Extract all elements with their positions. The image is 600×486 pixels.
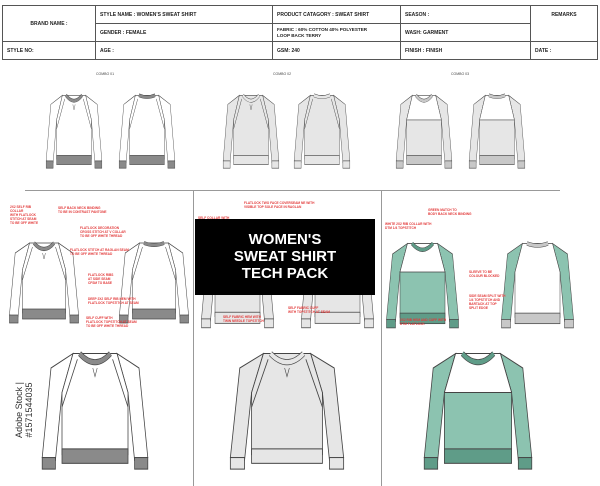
fabric: FABRIC : 60% COTTON 40% POLYESTER LOOP B… [272,23,401,42]
sweatshirt-front-flat [9,241,79,324]
date: DATE : [530,41,598,60]
sweatshirt-front-flat [222,93,280,169]
annotation: SIDE SEAM SPLIT WITH 1/4 TOPSTITCH AND B… [469,294,506,310]
sweatshirt-back-flat [293,93,351,169]
panel-divider [193,190,194,486]
sweatshirt-front-flat [423,351,533,470]
annotation: GREEN MATCH TO BODY BACK NECK BINDING [428,208,472,216]
product-category: PRODUCT CATAGORY : SWEAT SHIRT [272,5,401,24]
section-divider [25,190,560,191]
annotation: DEEP 2X2 SELF RIB HEM WITH FLATLOCK TOPS… [88,297,139,305]
sweatshirt-back-flat [468,93,526,169]
season: SEASON : [400,5,531,24]
annotation: FLATLOCK DECORATION CROSS STITCH AT V CO… [80,226,126,238]
annotation: 2X2 RIB HEM AND CUFF WITH DTM FLATLOCK [400,318,447,326]
annotation: FLATLOCK STITCH AT RAGLAN SEAM TO BE OFF… [70,248,129,256]
style-no: STYLE NO: [2,41,96,60]
brand-name: BRAND NAME : [2,5,96,42]
combo-03-label: COMBO 03 [450,72,470,76]
annotation: FLATLOCK RIBS AT SIDE SEAM CFSM TO BASE [88,273,114,285]
tech-pack-title: WOMEN'S SWEAT SHIRT TECH PACK [195,219,375,295]
sweatshirt-front-flat [229,351,345,470]
sweatshirt-back-flat [118,93,176,169]
sweatshirt-front-flat [41,351,149,470]
annotation: FLATLOCK TWO FACE COVERSEAM NE WITH VISI… [244,201,315,209]
wash: WASH: GARMENT [400,23,531,42]
sweatshirt-back-flat [501,241,574,329]
sweatshirt-back-flat [119,241,189,324]
combo-02-label: COMBO 02 [272,72,292,76]
remarks: REMARKS [530,5,598,42]
sweatshirt-front-flat [395,93,453,169]
style-name: STYLE NAME : WOMEN'S SWEAT SHIRT [95,5,273,24]
finish: FINISH : FINISH [400,41,531,60]
sweatshirt-front-flat [386,241,459,329]
gender: GENDER : FEMALE [95,23,273,42]
annotation: WHITE 2X2 RIB COLLAR WITH DTM 1/4 TOPSTI… [385,222,432,230]
spec-header-table: BRAND NAME : STYLE NAME : WOMEN'S SWEAT … [2,5,598,60]
annotation: SELF FABRIC HEM WITH TWIN NEEDLE TOPSTIT… [223,315,264,323]
age: AGE : [95,41,273,60]
combo-01-label: COMBO 01 [95,72,115,76]
annotation: 2X2 SELF RIB COLLAR WITH FLATLOCK STITCH… [10,205,39,225]
sweatshirt-front-flat [45,93,103,169]
annotation: SELF BACK NECK BINDING TO BE IN CONTRAST… [58,206,107,214]
gsm: GSM: 240 [272,41,401,60]
annotation: SELF COLLAR WITH [198,216,230,220]
annotation: SELF FABRIC CUFF WITH TOPSTITCH AT SEAM [288,306,330,314]
panel-divider [381,190,382,486]
annotation: SLEEVE TO BE COLOUR BLOCKED [469,270,500,278]
annotation: SELF CUFF WITH FLATLOCK TOPSTITCH AT SEA… [86,316,137,328]
watermark: Adobe Stock | #1571544035 [14,382,34,438]
